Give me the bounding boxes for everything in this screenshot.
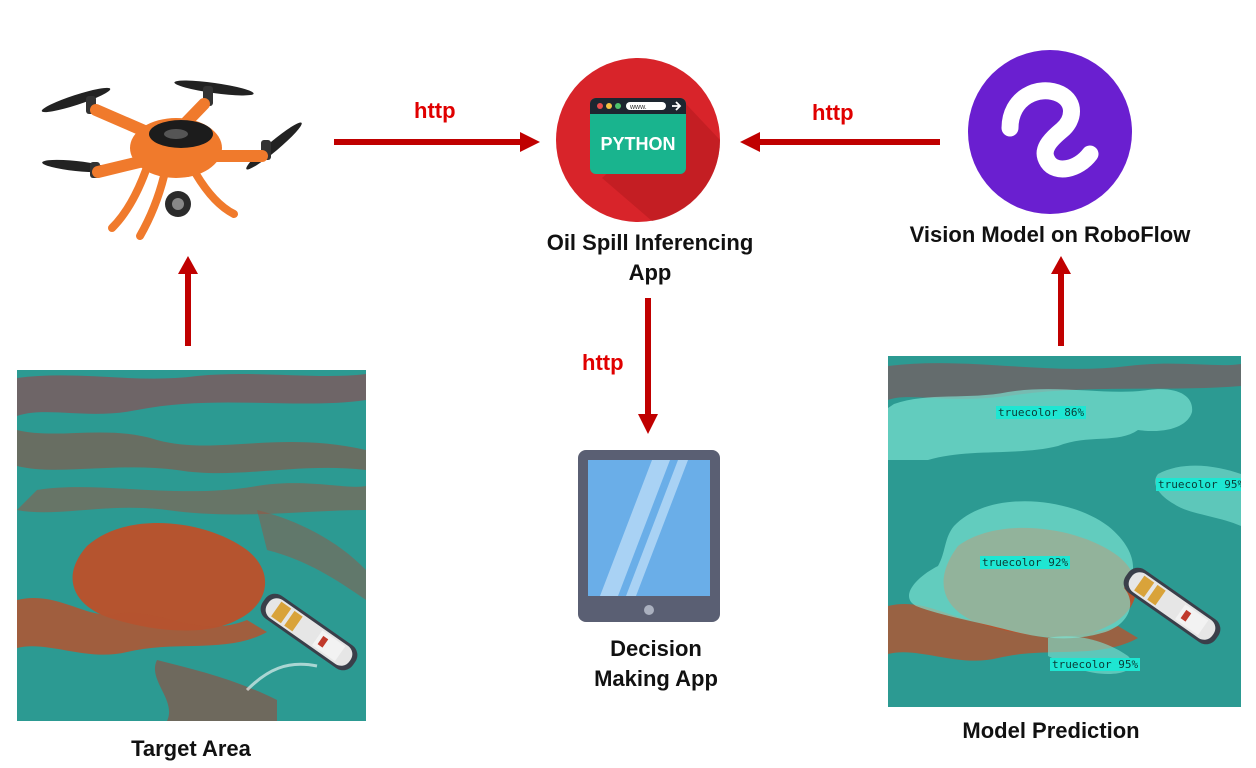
model-prediction-label: Model Prediction [920, 716, 1182, 746]
arrow-target-to-drone [178, 256, 198, 346]
model-prediction-image: truecolor 86% truecolor 95% truecolor 92… [888, 356, 1241, 707]
tablet-icon [578, 450, 720, 622]
python-app-label-line2: App [530, 258, 770, 288]
decision-app-label-line1: Decision [548, 634, 764, 664]
python-app-label-line1: Oil Spill Inferencing [530, 228, 770, 258]
detection-label: truecolor 86% [996, 406, 1086, 419]
decision-app-label-line2: Making App [548, 664, 764, 694]
python-app-label: Oil Spill Inferencing App [530, 228, 770, 288]
detection-label: truecolor 92% [980, 556, 1070, 569]
python-address-text: www. [629, 104, 647, 111]
http-label-drone-to-app: http [414, 98, 456, 124]
arrow-app-to-decision [638, 298, 658, 434]
drone-icon [36, 78, 306, 243]
roboflow-label: Vision Model on RoboFlow [890, 220, 1210, 250]
detection-label: truecolor 95% [1156, 478, 1241, 491]
decision-app-label: Decision Making App [548, 634, 764, 694]
arrow-prediction-to-model [1051, 256, 1071, 346]
python-app-icon: www. PYTHON [556, 58, 720, 222]
target-area-label: Target Area [60, 734, 322, 764]
roboflow-logo-icon [968, 50, 1132, 214]
target-area-image [17, 370, 366, 721]
python-badge-text: PYTHON [600, 134, 675, 154]
http-label-app-to-decision: http [582, 350, 624, 376]
detection-label: truecolor 95% [1050, 658, 1140, 671]
arrow-model-to-app [740, 132, 940, 152]
arrow-drone-to-app [334, 132, 544, 152]
http-label-model-to-app: http [812, 100, 854, 126]
